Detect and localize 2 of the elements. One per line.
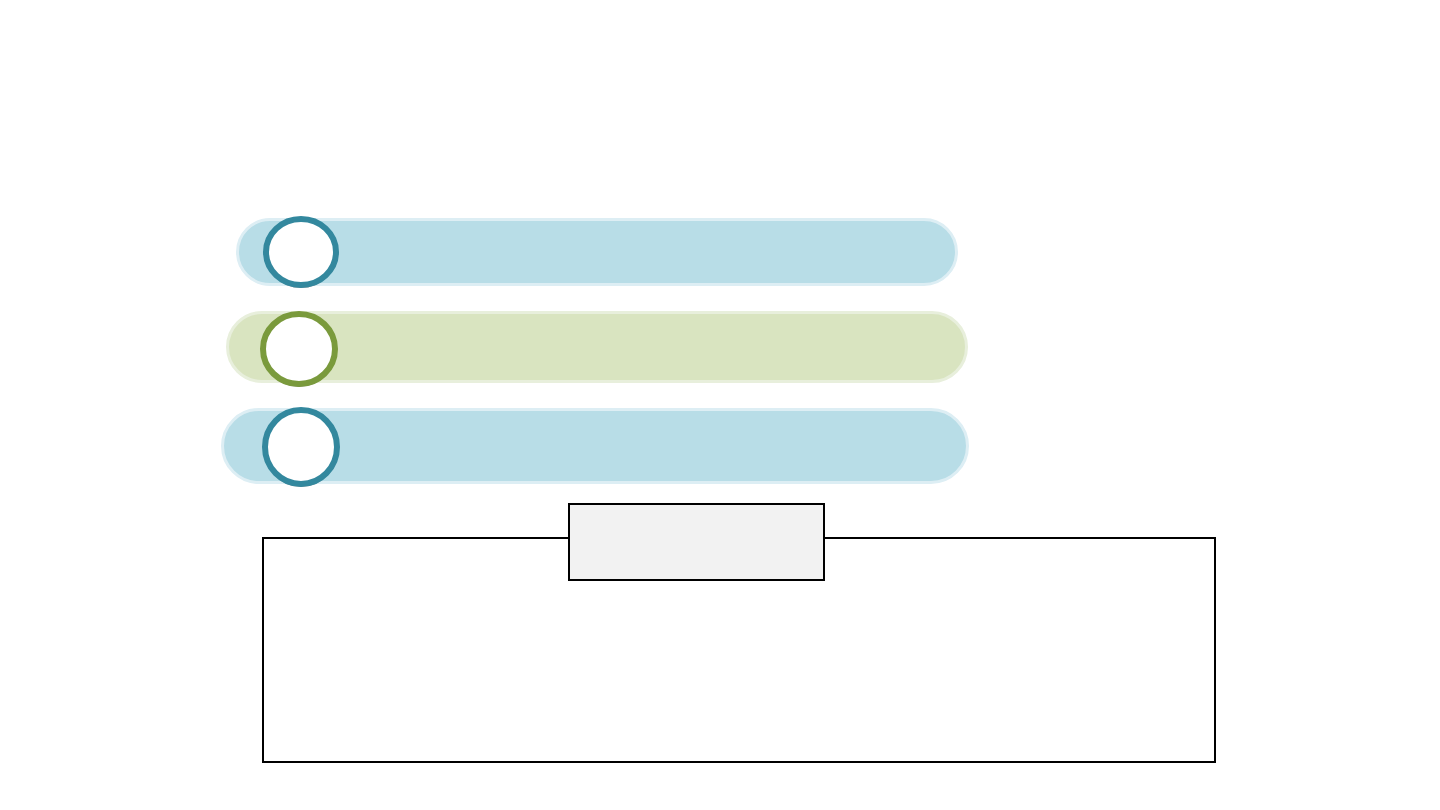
panel-box — [262, 537, 1216, 763]
panel-box — [568, 503, 825, 581]
